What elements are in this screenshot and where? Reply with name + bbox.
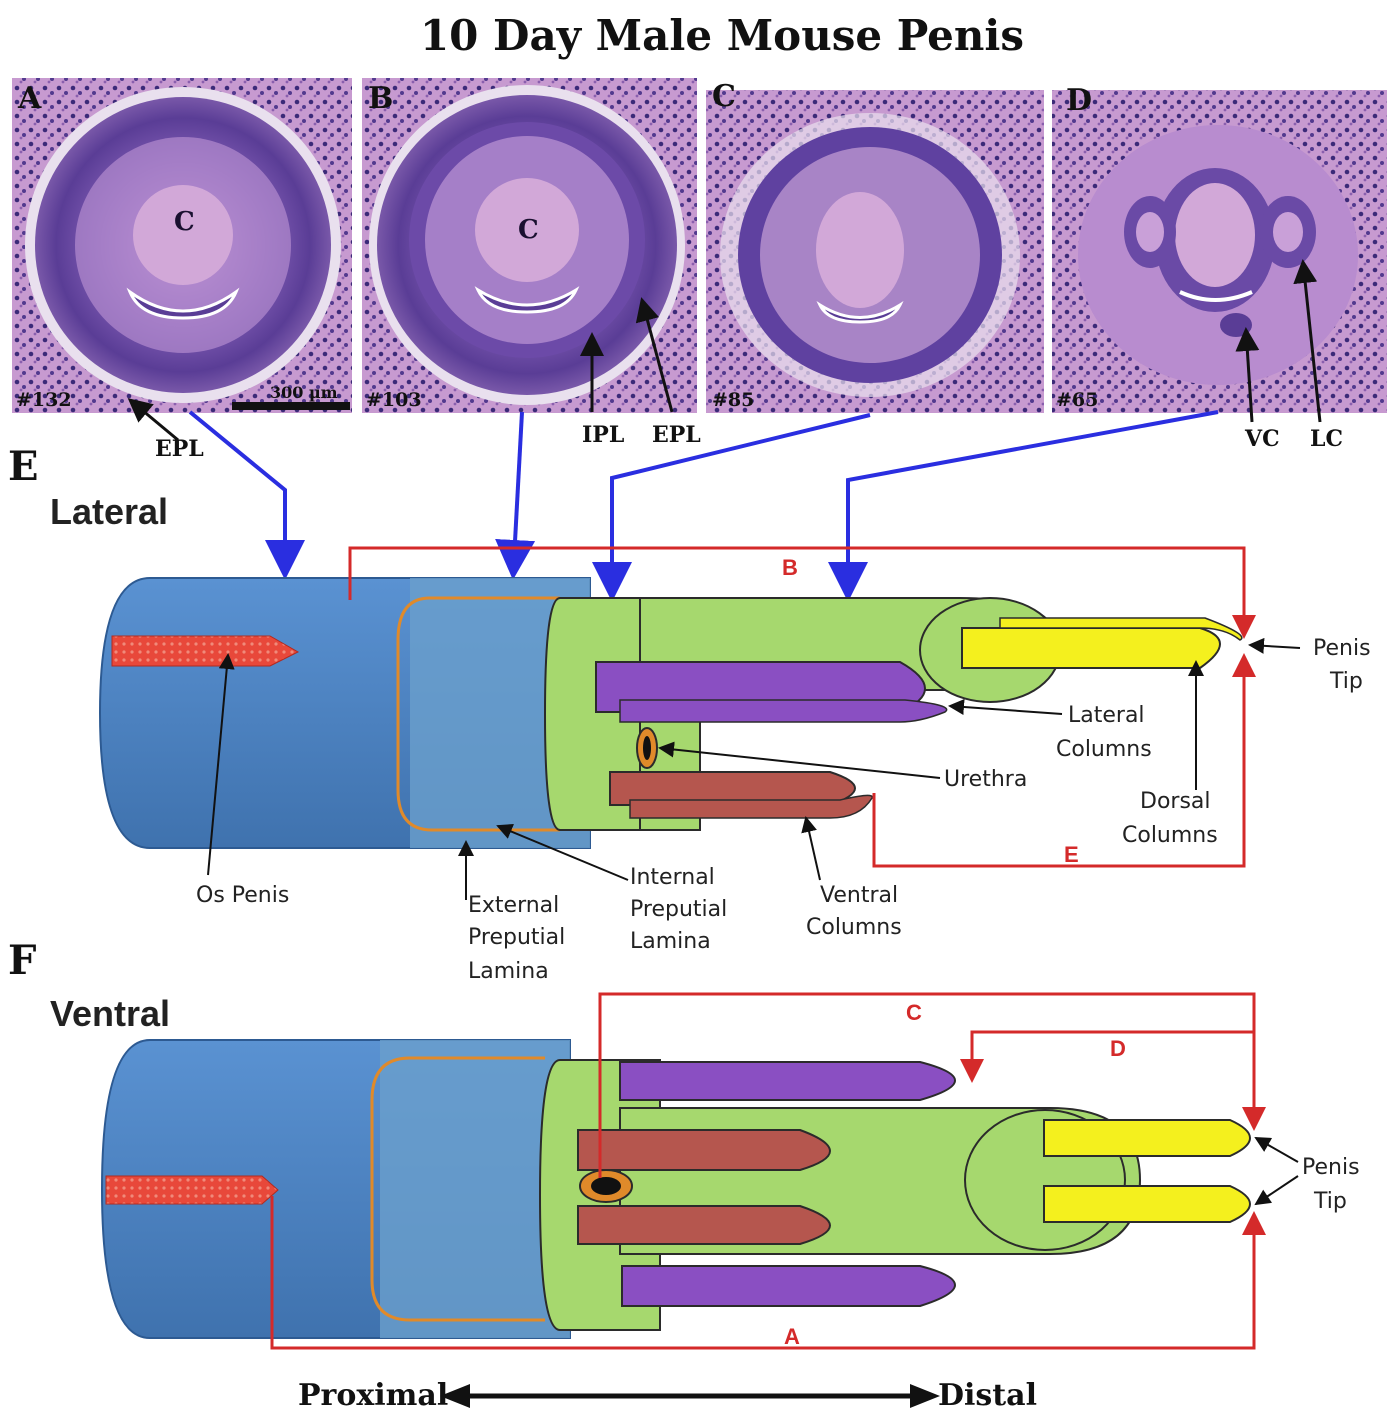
label-lc: LC xyxy=(1310,426,1343,452)
label-dorsal-columns-1: Dorsal xyxy=(1140,789,1211,814)
label-penis-tip-ventral-2: Tip xyxy=(1313,1189,1347,1214)
axis-proximal-label: Proximal xyxy=(298,1378,448,1413)
label-epl-a: EPL xyxy=(155,436,204,462)
label-ventral-columns-1: Ventral xyxy=(820,883,898,908)
label-internal-1: Internal xyxy=(630,865,715,890)
label-ventral-columns-2: Columns xyxy=(806,915,902,940)
panel-letter-f: F xyxy=(8,937,36,984)
ventral-diagram xyxy=(102,1040,1250,1338)
proximal-distal-axis xyxy=(440,1384,940,1408)
measurement-b: B xyxy=(782,555,798,580)
label-lateral-columns-1: Lateral xyxy=(1068,703,1145,728)
label-epl-b: EPL xyxy=(652,422,701,448)
panel-letter-b: B xyxy=(368,81,393,116)
label-dorsal-columns-2: Columns xyxy=(1122,823,1218,848)
lateral-view-title: Lateral xyxy=(50,491,168,532)
panel-letter-d: D xyxy=(1066,83,1092,118)
label-external-1: External xyxy=(468,893,559,918)
label-lateral-columns-2: Columns xyxy=(1056,737,1152,762)
label-internal-3: Lamina xyxy=(630,929,711,954)
measurement-d: D xyxy=(1110,1036,1126,1061)
histology-panel-c: C #85 xyxy=(706,79,1044,413)
section-connector-arrows xyxy=(190,412,1218,582)
label-urethra: Urethra xyxy=(944,767,1027,792)
slide-number-c: #85 xyxy=(712,389,754,411)
measurement-e: E xyxy=(1064,842,1079,867)
label-external-3: Lamina xyxy=(468,959,549,984)
measurement-a: A xyxy=(784,1324,800,1349)
center-label-b: C xyxy=(518,215,539,245)
slide-number-b: #103 xyxy=(366,389,422,411)
figure-title: 10 Day Male Mouse Penis xyxy=(420,11,1024,60)
center-label-a: C xyxy=(174,207,195,237)
measurement-c: C xyxy=(906,1000,922,1025)
histology-panel-a: A C #132 300 µm xyxy=(12,78,352,413)
axis-distal-label: Distal xyxy=(938,1378,1037,1413)
label-internal-2: Preputial xyxy=(630,897,727,922)
slide-number-d: #65 xyxy=(1056,389,1098,411)
label-penis-tip-lateral-2: Tip xyxy=(1329,669,1363,694)
slide-number-a: #132 xyxy=(16,389,72,411)
label-vc: VC xyxy=(1244,426,1280,452)
label-ipl: IPL xyxy=(582,422,624,448)
label-penis-tip-ventral-1: Penis xyxy=(1302,1155,1360,1180)
panel-letter-e: E xyxy=(8,443,39,490)
panel-letter-c: C xyxy=(712,79,736,114)
panel-letter-a: A xyxy=(17,81,42,116)
scale-bar xyxy=(232,402,350,410)
label-external-2: Preputial xyxy=(468,925,565,950)
ventral-label-pointers xyxy=(1256,1138,1298,1204)
ventral-view-title: Ventral xyxy=(50,993,170,1034)
label-penis-tip-lateral-1: Penis xyxy=(1313,636,1371,661)
label-os-penis: Os Penis xyxy=(196,883,289,908)
scale-bar-label: 300 µm xyxy=(270,383,338,402)
histology-panel-b: B C #103 xyxy=(362,78,697,413)
histology-panel-d: D #65 xyxy=(1052,83,1387,413)
